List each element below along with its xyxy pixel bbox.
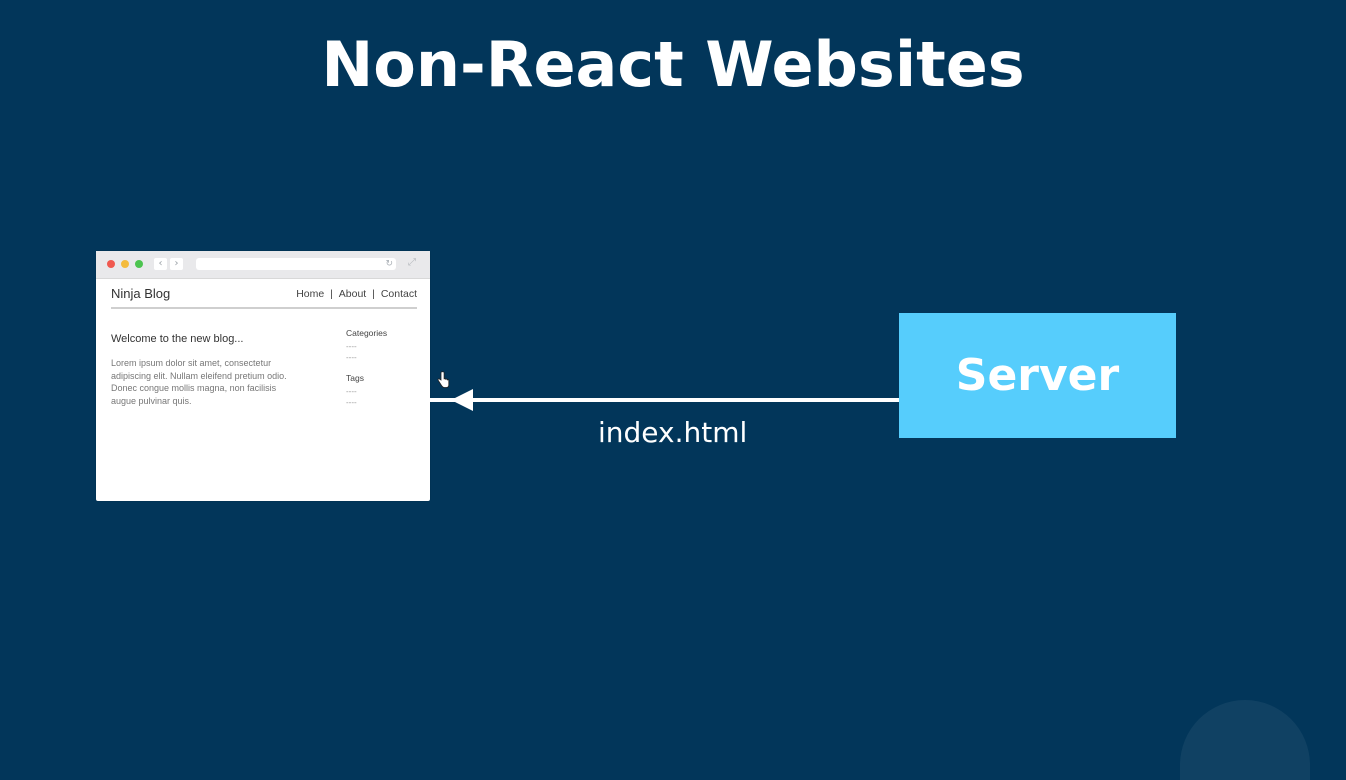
- arrow-line: [458, 398, 900, 402]
- categories-heading: Categories: [346, 328, 388, 338]
- chevron-right-icon[interactable]: ›: [170, 258, 183, 270]
- address-bar[interactable]: ↻: [196, 258, 396, 270]
- category-item[interactable]: ----: [346, 353, 357, 362]
- server-label: Server: [955, 350, 1120, 401]
- nav-link-home[interactable]: Home: [296, 288, 325, 300]
- server-box: Server: [899, 313, 1176, 438]
- nav-link-about[interactable]: About: [338, 288, 367, 300]
- tags-heading: Tags: [346, 373, 364, 383]
- post-body: Lorem ipsum dolor sit amet, consectetur …: [111, 358, 287, 406]
- reload-icon[interactable]: ↻: [385, 259, 393, 269]
- hand-cursor-icon: [437, 371, 450, 388]
- category-item[interactable]: ----: [346, 342, 357, 351]
- arrow-line: [430, 398, 458, 402]
- chevron-left-icon[interactable]: ‹: [154, 258, 167, 270]
- maximize-dot-icon[interactable]: [135, 260, 143, 268]
- tag-item[interactable]: ----: [346, 387, 357, 396]
- slide-title: Non-React Websites: [321, 28, 1025, 101]
- browser-window: ‹ › ↻ ⤢ Ninja Blog Home | About | Contac…: [96, 251, 430, 501]
- nav-link-contact[interactable]: Contact: [380, 288, 417, 300]
- browser-toolbar: ‹ › ↻ ⤢: [96, 251, 430, 279]
- expand-icon[interactable]: ⤢: [408, 257, 416, 268]
- close-dot-icon[interactable]: [107, 260, 115, 268]
- minimize-dot-icon[interactable]: [121, 260, 129, 268]
- nav-separator: |: [330, 288, 333, 300]
- post-title: Welcome to the new blog...: [111, 333, 244, 345]
- header-divider: [111, 307, 417, 309]
- watermark-logo: [1180, 700, 1310, 780]
- nav-separator: |: [372, 288, 375, 300]
- arrow-head-icon: [451, 389, 473, 411]
- site-title[interactable]: Ninja Blog: [111, 286, 171, 301]
- site-nav: Home | About | Contact: [296, 288, 417, 300]
- arrow-label: index.html: [598, 416, 748, 449]
- tag-item[interactable]: ----: [346, 398, 357, 407]
